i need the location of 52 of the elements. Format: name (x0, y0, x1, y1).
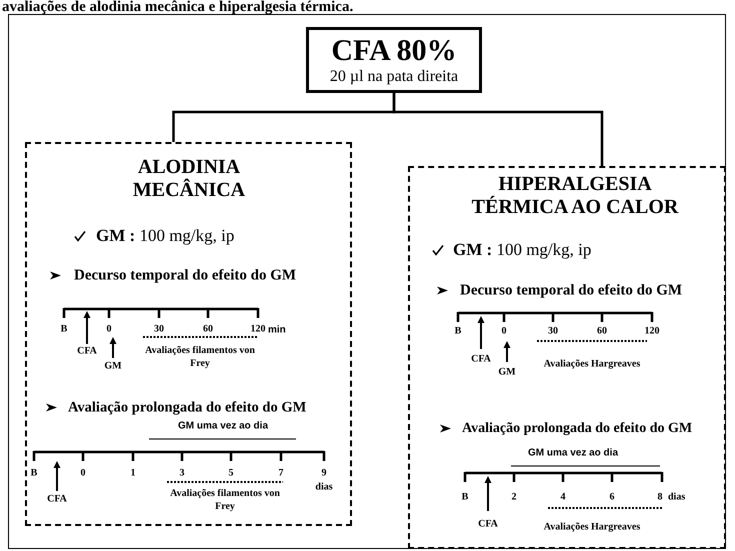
timeline-label: 30 (154, 322, 164, 336)
timeline-label: B (462, 490, 468, 504)
panel-heading: HIPERALGESIA TÉRMICA AO CALOR (470, 173, 680, 219)
timeline-label: Avaliações filamentos von Frey (144, 344, 256, 370)
section-heading: Decurso temporal do efeito do GM (74, 268, 296, 284)
timeline-label: min (268, 324, 286, 336)
section-heading: Decurso temporal do efeito do GM (460, 282, 682, 300)
timeline-label: GM (498, 366, 516, 378)
timeline-label: B (454, 324, 462, 338)
caption-text: avaliações de alodinia mecânica e hiperalgesia térmica. (2, 0, 354, 15)
timeline-label: CFA (77, 344, 97, 358)
timeline-label: CFA (471, 352, 491, 366)
box-title: CFA 80% (331, 34, 457, 68)
dose-text: GM : 100 mg/kg, ip (96, 226, 234, 246)
timeline-label: GM (104, 360, 122, 372)
timeline-label: dias (668, 490, 686, 504)
timeline-label: 6 (610, 490, 614, 504)
timeline-label: CFA (478, 518, 498, 530)
timeline-label: 0 (502, 324, 506, 338)
timeline-label: GM uma vez ao dia (528, 446, 618, 460)
connector-line (392, 93, 604, 166)
timeline-label: 3 (180, 466, 184, 480)
dose-text: GM : 100 mg/kg, ip (453, 240, 592, 260)
timeline-label: 2 (512, 490, 516, 504)
panel-heading: ALODINIA MECÂNICA (132, 156, 246, 202)
timeline-label: GM uma vez ao dia (178, 420, 268, 432)
section-heading: Avaliação prolongada do efeito do GM (68, 400, 306, 416)
timeline-label: 120 (644, 324, 660, 338)
timeline-label: CFA (47, 492, 67, 506)
timeline-label: dias (315, 480, 333, 494)
timeline-label: 0 (106, 322, 112, 336)
timeline-label: 30 (548, 324, 558, 338)
group-panel (25, 142, 352, 526)
timeline-label: 1 (130, 466, 136, 480)
timeline-label: Avaliações Hargreaves (542, 358, 642, 370)
timeline-label: 8 (658, 490, 662, 504)
timeline-label: 9 (322, 466, 326, 480)
section-heading: Avaliação prolongada do efeito do GM (462, 421, 692, 437)
timeline-label: 60 (203, 322, 213, 336)
timeline-label: Avaliações Hargreaves (542, 520, 642, 534)
timeline-label: B (60, 322, 68, 336)
timeline-label: 7 (278, 466, 284, 480)
timeline-label: B (30, 466, 38, 480)
box-subtitle: 20 µl na pata direita (330, 68, 458, 86)
title-box (306, 27, 482, 93)
timeline-label: 60 (597, 324, 607, 338)
timeline-label: Avaliações filamentos von Frey (169, 487, 281, 513)
timeline-label: 120 (250, 322, 266, 336)
timeline-label: 5 (228, 466, 234, 480)
timeline-label: 4 (560, 490, 566, 504)
timeline-label: 0 (80, 466, 86, 480)
group-panel (408, 166, 726, 549)
